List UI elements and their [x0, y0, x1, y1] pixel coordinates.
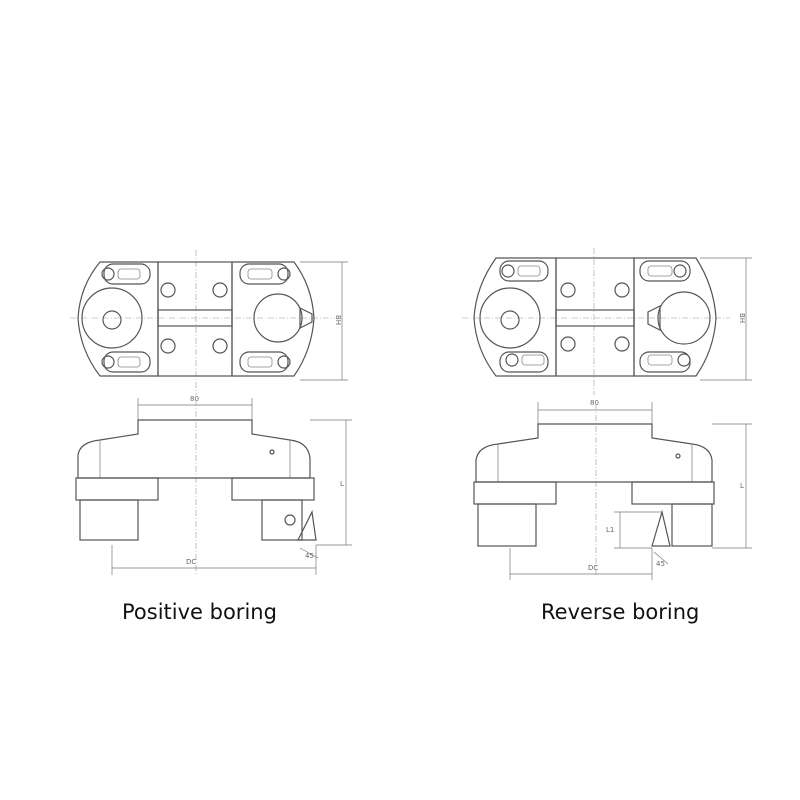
positive-top-view: BH [70, 250, 348, 395]
reverse-boring-diagram: BH 80 L1 [462, 248, 752, 580]
positive-l-label: L [340, 480, 344, 488]
positive-bh-label: BH [334, 315, 342, 325]
reverse-dc-label: DC [588, 564, 598, 572]
positive-boring-diagram: BH 80 L [70, 250, 352, 575]
reverse-width-label: 80 [590, 399, 599, 407]
reverse-top-view: BH [462, 248, 752, 395]
positive-boring-caption: Positive boring [122, 600, 277, 624]
reverse-angle-label: 45 [656, 560, 665, 568]
reverse-l1-label: L1 [606, 526, 614, 534]
positive-width-label: 80 [190, 395, 199, 403]
reverse-boring-caption: Reverse boring [541, 600, 700, 624]
reverse-bh-label: BH [738, 313, 746, 323]
positive-dc-label: DC [186, 558, 196, 566]
positive-angle-label: 45 [305, 552, 314, 560]
reverse-side-view: 80 L1 L [473, 399, 752, 580]
positive-side-view: 80 L DC 45 [75, 395, 352, 575]
reverse-l-label: L [740, 482, 744, 490]
